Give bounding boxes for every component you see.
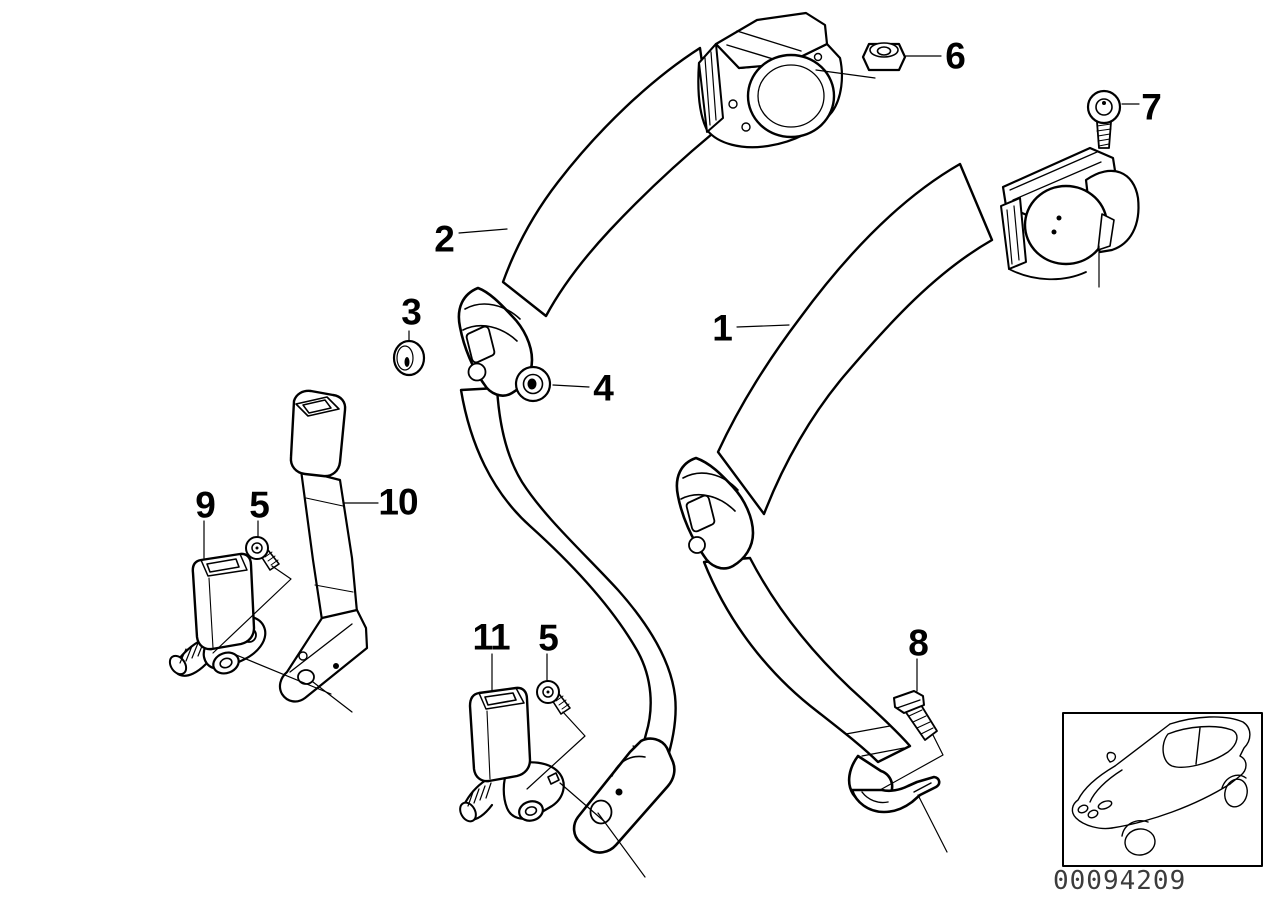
spacer-grommet-drawing [514, 365, 552, 403]
belt-buckle-center-drawing [459, 686, 565, 823]
car-thumbnail [1062, 712, 1263, 867]
hex-bolt-drawing [893, 690, 938, 741]
fillister-screw-drawing [1086, 89, 1122, 149]
callout-9[interactable]: 9 [195, 484, 216, 526]
callout-1[interactable]: 1 [712, 307, 733, 349]
belt-webbing-left-drawing [459, 46, 714, 788]
callout-leader-lines [203, 55, 1140, 878]
document-number: 00094209 [1053, 866, 1187, 896]
latch-tongue-right-drawing [675, 456, 755, 570]
callout-10[interactable]: 10 [378, 481, 418, 523]
car-three-quarter-view-icon [1071, 716, 1251, 856]
socket-screw-center-drawing [536, 680, 571, 715]
belt-buckle-left-drawing [168, 552, 267, 677]
callout-3[interactable]: 3 [401, 291, 422, 333]
callout-4[interactable]: 4 [593, 367, 614, 409]
latch-tongue-left-drawing [457, 286, 534, 397]
callout-8[interactable]: 8 [908, 622, 929, 664]
callout-7[interactable]: 7 [1141, 86, 1162, 128]
callout-5-center[interactable]: 5 [538, 617, 559, 659]
callout-11[interactable]: 11 [472, 616, 510, 658]
belt-webbing-right-drawing [702, 162, 994, 764]
callout-6[interactable]: 6 [945, 35, 966, 77]
anchor-plate-left-drawing [572, 737, 676, 854]
belt-retractor-right-drawing [1000, 146, 1140, 281]
hex-nut-drawing [861, 42, 907, 72]
cover-cap-drawing [392, 339, 426, 377]
callout-2[interactable]: 2 [434, 218, 455, 260]
callout-5-left[interactable]: 5 [249, 484, 270, 526]
belt-lock-bracket-drawing [278, 389, 369, 703]
hook-anchor-right-drawing [847, 754, 941, 814]
belt-retractor-left-drawing [697, 11, 843, 149]
